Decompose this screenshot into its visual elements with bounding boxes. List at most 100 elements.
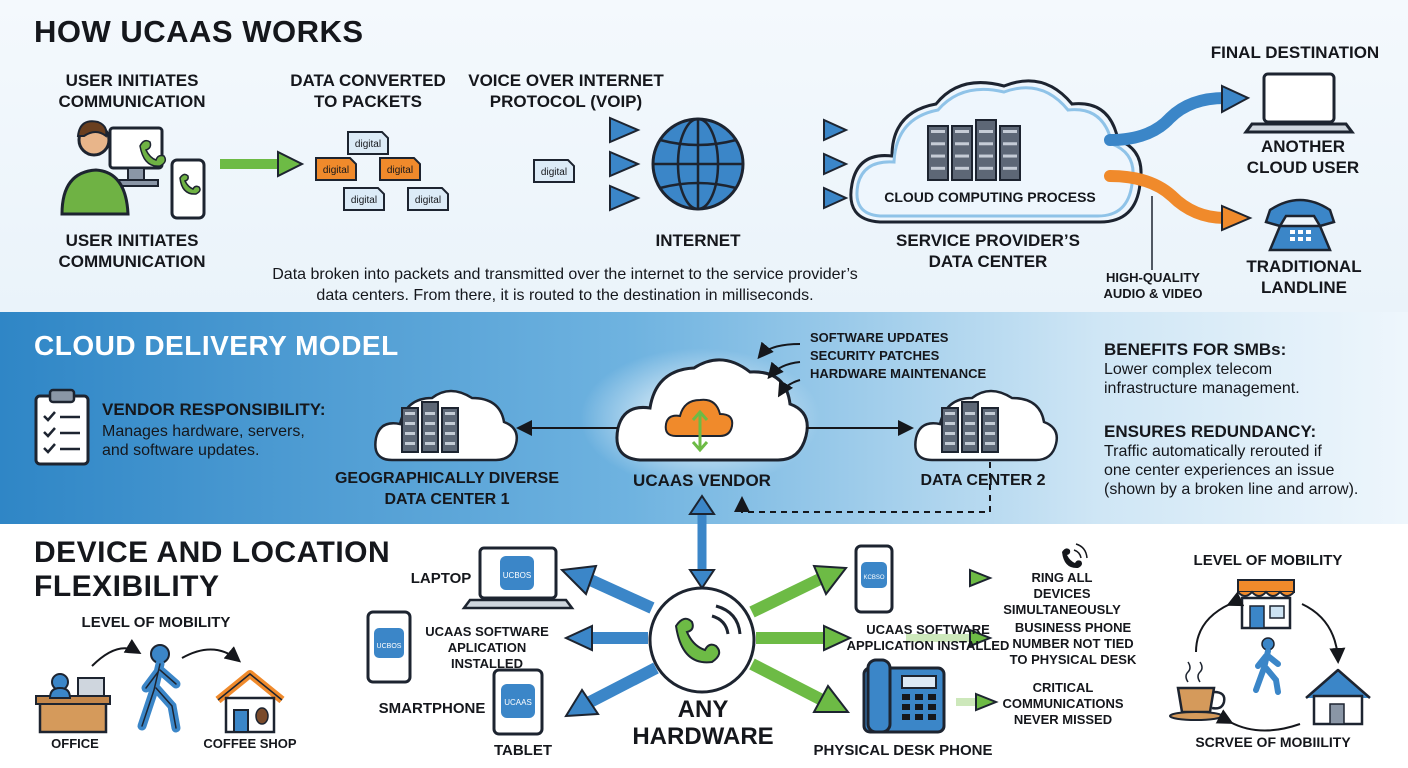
section-title-cloud-delivery: CLOUD DELIVERY MODEL <box>34 330 399 361</box>
mobility-right-label: LEVEL OF MOBILITY <box>1193 552 1343 569</box>
coffee-shop-house-icon <box>215 670 285 734</box>
update-arrow <box>757 341 801 360</box>
final-destination-label: FINAL DESTINATION <box>1210 43 1380 62</box>
mobility-left-label: LEVEL OF MOBILITY <box>81 614 231 631</box>
coffee-cup-icon <box>1169 661 1226 721</box>
mobility-arrow-2 <box>181 646 242 663</box>
data-center-1-icon <box>374 389 518 462</box>
cloud-icon <box>849 79 1143 224</box>
packet-icon: digital <box>347 131 389 155</box>
server-rack <box>999 125 1021 181</box>
vendor-responsibility-text: Manages hardware, servers, and software … <box>102 423 305 459</box>
datacenter-label: SERVICE PROVIDER’S DATA CENTER <box>896 231 1080 271</box>
storefront-icon <box>1237 579 1295 630</box>
how-it-works-description: Data broken into packets and transmitted… <box>272 266 858 304</box>
redundancy-title: ENSURES REDUNDANCY: <box>1104 422 1317 441</box>
app-installed-right-label: UCAAS SOFTWARE APPLICATION INSTALLED <box>846 622 1010 653</box>
packet-icon: digital <box>379 157 421 181</box>
server-rack <box>927 125 949 181</box>
coffee-shop-label: COFFEE SHOP <box>203 736 297 751</box>
office-label: OFFICE <box>51 736 99 751</box>
redundancy-text: Traffic automatically rerouted if one ce… <box>1104 443 1359 498</box>
critical-comms-label: CRITICAL COMMUNICATIONS NEVER MISSED <box>1002 680 1124 727</box>
traditional-landline-label: TRADITIONAL LANDLINE <box>1246 257 1362 297</box>
office-desk-icon <box>35 673 111 734</box>
smartphone-icon: UCBOS <box>366 610 412 684</box>
laptop-device-icon: UCBOS <box>461 546 575 610</box>
walking-person-small-icon <box>1253 637 1281 695</box>
landline-phone-icon <box>1264 198 1336 252</box>
vendor-cloud-icon <box>580 348 820 488</box>
phone-screen-text: UCBOS <box>377 643 402 650</box>
section-title-how-ucaas-works: HOW UCAAS WORKS <box>34 14 364 49</box>
laptop-screen-text: UCBOS <box>503 571 531 580</box>
app-installed-left-label: UCAAS SOFTWARE APLICATION INSTALLED <box>425 624 549 671</box>
packet-label: digital <box>541 167 567 178</box>
update-item-3: HARDWARE MAINTENANCE <box>810 366 987 381</box>
data-center-1-label: GEOGRAPHICALLY DIVERSE DATA CENTER 1 <box>334 470 560 508</box>
server-rack <box>941 407 959 453</box>
to-landline-arrow <box>1104 170 1231 224</box>
clipboard-icon <box>34 388 90 466</box>
packet-label: digital <box>355 139 381 150</box>
data-center-2-icon <box>914 389 1058 462</box>
hub-to-right-devices-arrows <box>749 564 853 713</box>
cycle-arrow-bottom <box>1215 709 1301 732</box>
vendor-responsibility-title: VENDOR RESPONSIBILITY: <box>102 400 326 419</box>
packet-icon: digital <box>315 157 357 181</box>
cycle-arrow-right <box>1301 603 1346 664</box>
packet-label: digital <box>323 165 349 176</box>
server-rack <box>951 125 973 181</box>
to-cloud-user-arrow <box>1104 92 1231 146</box>
server-rack <box>975 119 997 181</box>
redundancy-broken-line <box>734 462 991 513</box>
walking-person-icon <box>137 644 181 733</box>
user-computer-icon <box>60 120 206 220</box>
tablet-label: TABLET <box>493 742 553 759</box>
any-hardware-label: ANY HARDWARE <box>632 696 774 750</box>
ucaas-vendor-label: UCAAS VENDOR <box>633 471 771 490</box>
smartphone-label: SMARTPHONE <box>378 700 486 717</box>
packets-label: DATA CONVERTED TO PACKETS <box>290 71 446 111</box>
business-phone-label: BUSINESS PHONE NUMBER NOT TIED TO PHYSIC… <box>1009 620 1137 667</box>
section-title-device-flexibility: DEVICE AND LOCATION FLEXIBILITY <box>34 536 391 603</box>
ringing-phone-icon <box>1062 543 1088 569</box>
packet-label: digital <box>351 195 377 206</box>
desk-phone-icon <box>862 658 946 734</box>
packet-icon: digital <box>343 187 385 211</box>
cycle-arrow-left <box>1195 591 1245 653</box>
laptop-icon <box>1243 72 1355 134</box>
server-rack <box>441 407 459 453</box>
mobility-right-bottom-label: SCRVEE OF MOBIILITY <box>1195 734 1351 750</box>
voip-arrows <box>460 116 641 212</box>
home-icon <box>1305 668 1371 726</box>
user-initiates-label-top: USER INITIATES COMMUNICATION <box>58 71 206 111</box>
ring-all-label: RING ALL DEVICES SIMULTANEOUSLY <box>1003 570 1121 617</box>
globe-icon <box>651 117 745 211</box>
feature-arrows <box>906 568 999 712</box>
tablet-icon: UCAAS <box>492 668 544 736</box>
hub-to-left-devices-arrows <box>559 564 659 718</box>
packet-icon: digital <box>407 187 449 211</box>
internet-label: INTERNET <box>655 231 741 250</box>
smartphone-right-icon: KCBSO <box>854 544 894 614</box>
tablet-screen-text: UCAAS <box>504 698 532 707</box>
packet-label: digital <box>387 165 413 176</box>
packet-label: digital <box>415 195 441 206</box>
desk-phone-label: PHYSICAL DESK PHONE <box>813 742 993 759</box>
mobility-arrow <box>91 638 142 667</box>
another-cloud-user-label: ANOTHER CLOUD USER <box>1246 137 1360 177</box>
benefits-title: BENEFITS FOR SMBs: <box>1104 340 1287 359</box>
update-item-2: SECURITY PATCHES <box>810 348 940 363</box>
benefits-text: Lower complex telecom infrastructure man… <box>1104 361 1300 397</box>
internet-to-cloud-arrows <box>770 118 849 210</box>
phone-right-screen-text: KCBSO <box>863 575 884 581</box>
cloud-computing-label: CLOUD COMPUTING PROCESS <box>884 189 1096 205</box>
voip-label: VOICE OVER INTERNET PROTOCOL (VOIP) <box>468 71 664 111</box>
laptop-label: LAPTOP <box>410 570 472 587</box>
high-quality-label: HIGH-QUALITY AUDIO & VIDEO <box>1103 270 1203 301</box>
server-rack <box>401 407 419 453</box>
server-rack <box>981 407 999 453</box>
data-center-2-label: DATA CENTER 2 <box>920 472 1046 489</box>
